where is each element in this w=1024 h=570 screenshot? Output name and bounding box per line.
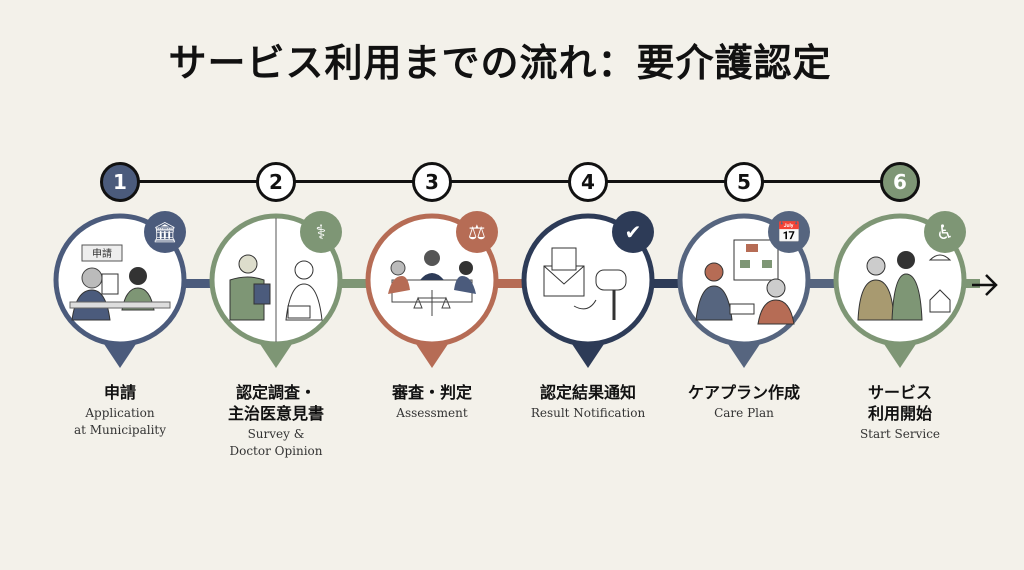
step-subtitle-line: Doctor Opinion [229,444,323,458]
step-subtitle: Result Notification [508,405,668,422]
step-title: 認定結果通知 [539,383,636,402]
step-title: ケアプラン作成 [687,383,800,402]
next-arrow-icon [972,274,998,296]
step-subtitle-line: Application [85,406,155,420]
step-number-1: 1 [100,162,140,202]
pin-connector [180,279,216,288]
pin-connector [804,279,840,288]
gavel-icon: ⚖ [456,211,498,253]
step-illustration: 申請 [69,244,171,321]
step-title: 利用開始 [867,404,932,423]
pin-connector [648,279,684,288]
step-label-5: ケアプラン作成 Care Plan [664,382,824,422]
city-hall-icon: 🏛 [144,211,186,253]
step-label-1: 申請 Application at Municipality [40,382,200,439]
stethoscope-icon: ⚕ [300,211,342,253]
pin-connector [960,279,980,288]
badge-glyph: ♿ [936,220,954,244]
badge-glyph: ✔ [624,220,642,244]
step-subtitle-line: at Municipality [73,423,167,437]
badge-glyph: 🏛 [152,220,178,244]
pin-connector [336,279,372,288]
step-label-3: 審査・判定 Assessment [352,382,512,422]
step-subtitle-line: Survey & [247,427,305,441]
caregiver-icon: ♿ [924,211,966,253]
step-number-2: 2 [256,162,296,202]
calendar-icon: 📅 [768,211,810,253]
step-illustration [695,239,795,325]
badge-glyph: ⚕ [315,220,327,244]
step-number-3: 3 [412,162,452,202]
pin-connector [492,279,528,288]
step-title: 認定調査・ [235,383,316,402]
step-illustration [388,250,476,316]
step-number-6: 6 [880,162,920,202]
step-subtitle-line: Result Notification [530,406,646,420]
step-label-6: サービス利用開始 Start Service [820,382,980,443]
step-title: サービス [867,383,932,402]
sign-text: 申請 [92,247,112,260]
step-illustration [229,218,323,342]
step-title: 審査・判定 [391,383,472,402]
step-subtitle: Start Service [820,426,980,443]
step-subtitle-line: Assessment [396,406,468,420]
checkmark-icon: ✔ [612,211,654,253]
step-subtitle-line: Start Service [859,427,941,441]
step-label-4: 認定結果通知 Result Notification [508,382,668,422]
step-subtitle: Care Plan [664,405,824,422]
step-title: 主治医意見書 [227,404,324,423]
step-subtitle: Survey & Doctor Opinion [196,426,356,460]
step-illustration [543,247,627,320]
step-subtitle: Assessment [352,405,512,422]
page-title: サービス利用までの流れ：要介護認定 [168,41,832,85]
step-label-2: 認定調査・主治医意見書 Survey & Doctor Opinion [196,382,356,460]
step-number-5: 5 [724,162,764,202]
step-number-4: 4 [568,162,608,202]
badge-glyph: ⚖ [468,220,486,244]
timeline-line [120,180,900,183]
step-title: 申請 [103,383,136,402]
step-illustration [857,251,952,321]
step-subtitle: Application at Municipality [40,405,200,439]
step-subtitle-line: Care Plan [714,406,774,420]
badge-glyph: 📅 [776,220,802,244]
